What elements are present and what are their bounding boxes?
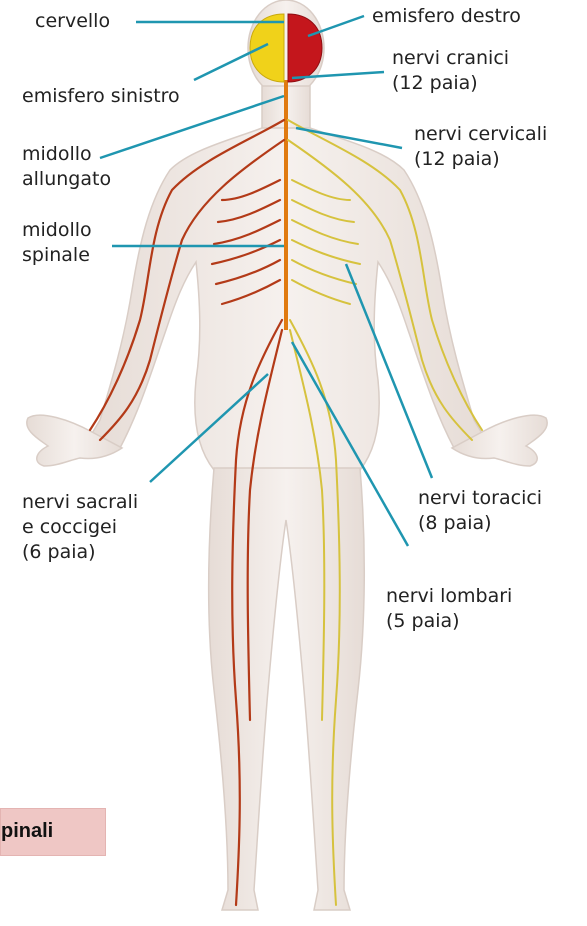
label-emisfero-destro: emisfero destro	[372, 4, 521, 29]
label-nervi-cranici: nervi cranici (12 paia)	[392, 46, 509, 96]
label-nervi-sacrali: nervi sacrali e coccigei (6 paia)	[22, 490, 138, 565]
label-nervi-cervicali: nervi cervicali (12 paia)	[414, 122, 547, 172]
label-nervi-toracici: nervi toracici (8 paia)	[418, 486, 542, 536]
label-midollo-allungato: midollo allungato	[22, 142, 111, 192]
label-emisfero-sinistro: emisfero sinistro	[22, 84, 180, 109]
caption-badge-text: pinali	[1, 820, 53, 843]
label-midollo-spinale: midollo spinale	[22, 218, 92, 268]
caption-badge: pinali	[0, 808, 106, 856]
label-cervello: cervello	[35, 9, 110, 34]
label-nervi-lombari: nervi lombari (5 paia)	[386, 584, 512, 634]
